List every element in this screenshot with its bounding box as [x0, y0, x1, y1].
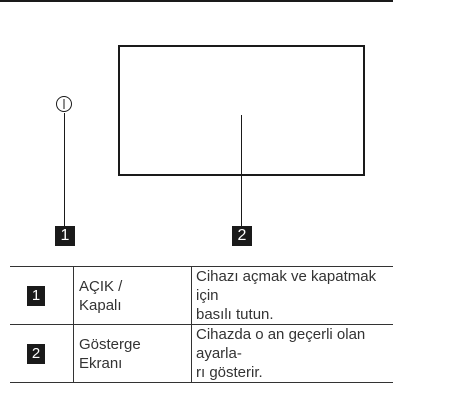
legend-number-cell: 2 [10, 324, 74, 383]
legend-row: 1 AÇIK / Kapalı Cihazı açmak ve kapatmak… [10, 266, 393, 325]
callout-1: 1 [55, 226, 75, 246]
callout-2: 2 [232, 226, 252, 246]
legend-number-badge: 2 [27, 343, 45, 364]
legend-description: Cihazda o an geçerli olan ayarla- rı gös… [196, 326, 366, 381]
legend-row: 2 Gösterge Ekranı Cihazda o an geçerli o… [10, 324, 393, 383]
legend-name: Gösterge Ekranı [79, 335, 141, 372]
legend-name: AÇIK / Kapalı [79, 277, 123, 314]
legend-description: Cihazı açmak ve kapatmak için basılı tut… [196, 268, 377, 323]
legend-description-cell: Cihazı açmak ve kapatmak için basılı tut… [191, 266, 393, 325]
legend-number-badge: 1 [27, 285, 45, 306]
power-symbol-icon [56, 96, 72, 112]
top-divider [0, 0, 393, 2]
legend-name-cell: Gösterge Ekranı [73, 324, 192, 383]
leader-line-1 [64, 113, 65, 212]
leader-line-1-lower [64, 212, 65, 227]
legend-name-cell: AÇIK / Kapalı [73, 266, 192, 325]
legend-table: 1 AÇIK / Kapalı Cihazı açmak ve kapatmak… [10, 266, 393, 383]
leader-line-2 [241, 115, 242, 226]
legend-number-cell: 1 [10, 266, 74, 325]
legend-description-cell: Cihazda o an geçerli olan ayarla- rı gös… [191, 324, 393, 383]
